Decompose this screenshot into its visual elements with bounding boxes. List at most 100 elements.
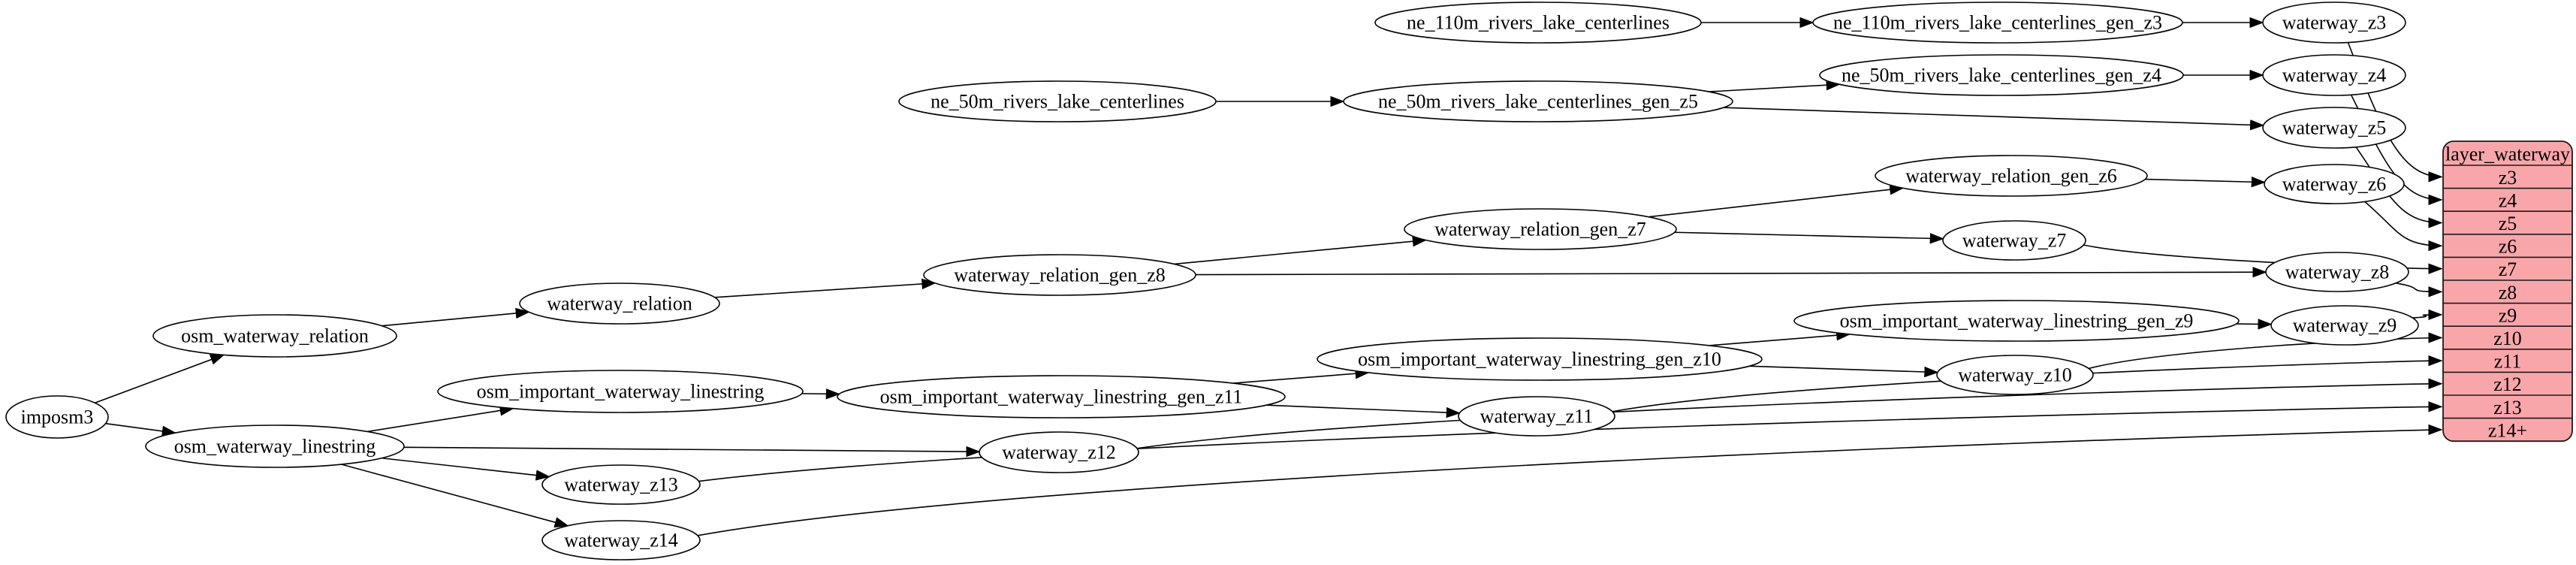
waterway_relation_gen_z7-ellipse — [1404, 208, 1677, 250]
edge-osm_waterway_linestring-to-waterway_z12 — [403, 446, 981, 458]
ne_50m_rivers_lake_centerlines-ellipse — [898, 80, 1217, 122]
imposm3-ellipse — [5, 395, 109, 439]
waterway_z14-label: waterway_z14 — [564, 530, 678, 551]
edge-osm_important_waterway_linestring_gen_z11-to-osm_important_waterway_linestring_gen_z10 — [1232, 368, 1370, 384]
table-title: layer_waterway — [2445, 144, 2570, 165]
table-row-label: z13 — [2493, 397, 2522, 418]
osm_important_waterway_linestring_gen_z11-label: osm_important_waterway_linestring_gen_z1… — [880, 386, 1243, 408]
ne_50m_rivers_lake_centerlines-label: ne_50m_rivers_lake_centerlines — [931, 91, 1184, 113]
osm_waterway_relation-label: osm_waterway_relation — [181, 325, 369, 347]
waterway_z8-node: waterway_z8 — [2265, 252, 2409, 292]
osm_waterway_linestring-ellipse — [145, 425, 405, 468]
edge-osm_important_waterway_linestring_gen_z10-to-osm_important_waterway_linestring_gen_z9 — [1709, 330, 1851, 346]
osm_important_waterway_linestring_gen_z11-ellipse — [837, 375, 1286, 418]
edge-imposm3-to-osm_waterway_relation — [95, 354, 225, 403]
table-row-z14+: z14+ — [2488, 419, 2527, 441]
waterway_relation_gen_z6-label: waterway_relation_gen_z6 — [1905, 165, 2117, 187]
waterway_z10-label: waterway_z10 — [1958, 364, 2072, 386]
table-row-z8: z8 — [2499, 282, 2517, 304]
waterway_z11-label: waterway_z11 — [1480, 406, 1594, 428]
edge-waterway_relation_gen_z7-to-waterway_z7 — [1674, 231, 1944, 244]
edge-osm_important_waterway_linestring_gen_z9-to-waterway_z9 — [2236, 319, 2273, 330]
edge-waterway_z10-to-table-row-z10 — [2089, 332, 2443, 370]
table-row-label: z3 — [2499, 167, 2517, 189]
osm_waterway_relation-node: osm_waterway_relation — [152, 314, 397, 358]
table-row-z10: z10 — [2493, 328, 2522, 349]
waterway_z11-node: waterway_z11 — [1458, 396, 1615, 437]
imposm3-label: imposm3 — [21, 406, 94, 428]
edge-waterway_z9-to-table-row-z9 — [2412, 309, 2443, 321]
table-row-z5: z5 — [2499, 213, 2517, 234]
waterway_relation_gen_z8-label: waterway_relation_gen_z8 — [954, 264, 1166, 286]
table-row-z3: z3 — [2499, 167, 2517, 189]
waterway_z12-ellipse — [979, 431, 1139, 473]
waterway_z7-node: waterway_z7 — [1942, 220, 2086, 261]
ne_50m_rivers_lake_centerlines-node: ne_50m_rivers_lake_centerlines — [898, 80, 1217, 122]
waterway_z4-node: waterway_z4 — [2262, 54, 2406, 96]
ne_110m_rivers_lake_centerlines-ellipse — [1374, 2, 1702, 44]
edge-waterway_z8-to-table-row-z8 — [2396, 282, 2443, 298]
ne_50m_rivers_lake_centerlines_gen_z5-ellipse — [1343, 80, 1733, 122]
waterway_relation_gen_z6-ellipse — [1875, 155, 2148, 197]
waterway_z12-label: waterway_z12 — [1002, 442, 1116, 464]
waterway_relation_gen_z8-ellipse — [923, 254, 1196, 296]
waterway_z8-ellipse — [2265, 252, 2409, 292]
edge-waterway_relation_gen_z7-to-waterway_relation_gen_z6 — [1648, 184, 1905, 218]
table-row-z7: z7 — [2499, 258, 2517, 280]
waterway_z6-label: waterway_z6 — [2282, 174, 2387, 195]
waterway_relation-label: waterway_relation — [547, 293, 692, 315]
imposm3-node: imposm3 — [5, 395, 109, 439]
edge-waterway_z12-to-table-row-z12 — [1136, 378, 2443, 449]
osm_important_waterway_linestring_gen_z9-label: osm_important_waterway_linestring_gen_z9 — [1840, 310, 2194, 332]
waterway_z13-node: waterway_z13 — [541, 464, 701, 505]
ne_50m_rivers_lake_centerlines_gen_z4-label: ne_50m_rivers_lake_centerlines_gen_z4 — [1842, 65, 2161, 86]
osm_waterway_linestring-label: osm_waterway_linestring — [174, 436, 376, 458]
edge-waterway_z14-to-table-row-z14+ — [697, 424, 2443, 536]
waterway_z14-node: waterway_z14 — [541, 520, 701, 560]
edge-ne_50m_rivers_lake_centerlines_gen_z5-to-waterway_z5 — [1723, 107, 2265, 131]
ne_110m_rivers_lake_centerlines_gen_z3-node: ne_110m_rivers_lake_centerlines_gen_z3 — [1812, 2, 2183, 44]
edge-osm_waterway_relation-to-waterway_relation — [382, 307, 530, 327]
waterway_relation_gen_z8-node: waterway_relation_gen_z8 — [923, 254, 1196, 296]
osm_waterway_linestring-node: osm_waterway_linestring — [145, 425, 405, 468]
osm_important_waterway_linestring-node: osm_important_waterway_linestring — [437, 370, 804, 413]
table-row-label: z10 — [2493, 328, 2522, 349]
edge-osm_important_waterway_linestring_gen_z10-to-waterway_z10 — [1749, 365, 1939, 378]
waterway_z9-ellipse — [2270, 305, 2419, 346]
table-row-label: z12 — [2493, 373, 2522, 395]
waterway_z7-ellipse — [1942, 220, 2086, 261]
table-outline — [2442, 140, 2573, 443]
edge-osm_waterway_linestring-to-waterway_z13 — [382, 457, 550, 481]
waterway_relation-node: waterway_relation — [519, 282, 720, 325]
osm_important_waterway_linestring_gen_z10-node: osm_important_waterway_linestring_gen_z1… — [1317, 337, 1763, 381]
osm_important_waterway_linestring-label: osm_important_waterway_linestring — [477, 381, 765, 403]
waterway_z8-label: waterway_z8 — [2285, 261, 2390, 283]
osm_important_waterway_linestring_gen_z11-node: osm_important_waterway_linestring_gen_z1… — [837, 375, 1286, 418]
edge-waterway_relation_gen_z8-to-waterway_relation_gen_z7 — [1174, 236, 1428, 265]
waterway_z7-label: waterway_z7 — [1962, 230, 2067, 252]
layer-waterway-table: layer_waterwayz3z4z5z6z7z8z9z10z11z12z13… — [2442, 140, 2573, 443]
waterway_z6-node: waterway_z6 — [2264, 164, 2405, 204]
table-row-label: z11 — [2494, 351, 2522, 373]
ne_110m_rivers_lake_centerlines-label: ne_110m_rivers_lake_centerlines — [1407, 12, 1670, 34]
table-row-label: z8 — [2499, 282, 2517, 304]
waterway_z9-node: waterway_z9 — [2270, 305, 2419, 346]
edge-osm_waterway_linestring-to-osm_important_waterway_linestring — [367, 405, 514, 433]
waterway_z5-ellipse — [2262, 107, 2406, 149]
ne_50m_rivers_lake_centerlines_gen_z4-node: ne_50m_rivers_lake_centerlines_gen_z4 — [1819, 54, 2184, 96]
osm_waterway_relation-ellipse — [152, 314, 397, 358]
table-row-label: z4 — [2499, 189, 2517, 211]
table-row-z9: z9 — [2499, 304, 2517, 326]
ne_110m_rivers_lake_centerlines_gen_z3-ellipse — [1812, 2, 2183, 44]
ne_50m_rivers_lake_centerlines_gen_z4-ellipse — [1819, 54, 2184, 96]
osm_important_waterway_linestring_gen_z9-ellipse — [1793, 300, 2240, 342]
waterway_z6-ellipse — [2264, 164, 2405, 204]
waterway_z10-node: waterway_z10 — [1936, 355, 2094, 395]
edge-waterway_z5-to-table-row-z5 — [2355, 147, 2443, 228]
table-row-label: z14+ — [2488, 419, 2527, 441]
ne_50m_rivers_lake_centerlines_gen_z5-node: ne_50m_rivers_lake_centerlines_gen_z5 — [1343, 80, 1733, 122]
osm_important_waterway_linestring_gen_z10-label: osm_important_waterway_linestring_gen_z1… — [1358, 349, 1721, 370]
table-row-label: z7 — [2499, 258, 2517, 280]
